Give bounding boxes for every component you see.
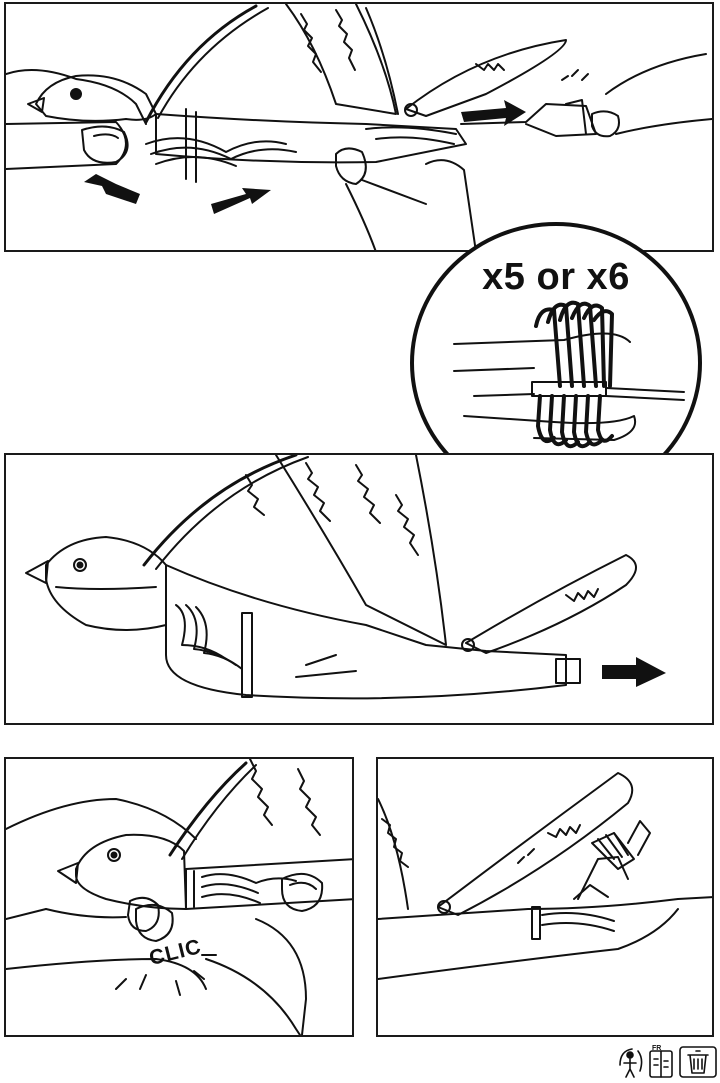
pull-arrow [602, 657, 666, 687]
recycle-bin-icon [679, 1046, 717, 1078]
bird-wing-illustration [249, 759, 321, 836]
region-code-label: FR [652, 1045, 662, 1052]
instruction-panel-1 [4, 2, 714, 252]
bird-wing-illustration [245, 455, 447, 646]
right-hand-illustration [591, 53, 712, 138]
bird-wing-illustration [378, 798, 409, 910]
repeat-count-label: x5 or x6 [482, 256, 630, 298]
bird-wing-illustration [285, 4, 399, 115]
elastic-loops-illustration [534, 300, 614, 449]
tail-feather-illustration [461, 554, 637, 654]
left-hand-illustration [6, 69, 147, 170]
instruction-panel-2 [4, 453, 714, 725]
bird-body-illustration [165, 564, 567, 700]
connector-cap-illustration [555, 658, 581, 684]
clip-device-illustration [573, 820, 651, 900]
bird-body-illustration [145, 108, 467, 183]
bird-body-illustration [185, 858, 352, 910]
bird-head-illustration [57, 833, 187, 910]
tail-feather-illustration [404, 39, 567, 117]
bird-body-illustration [378, 896, 712, 980]
instruction-panel-3: CLIC [4, 757, 354, 1037]
footer-recycling-icons: FR [618, 1045, 718, 1079]
bird-head-illustration [25, 536, 167, 631]
left-hand-illustration [6, 798, 207, 990]
recycle-person-icon [619, 1048, 643, 1078]
bottom-hand-illustration [335, 147, 477, 250]
direction-arrows [84, 100, 526, 214]
tail-feather-illustration [437, 772, 634, 916]
instruction-panel-4 [376, 757, 714, 1037]
sort-guide-icon [649, 1050, 673, 1078]
